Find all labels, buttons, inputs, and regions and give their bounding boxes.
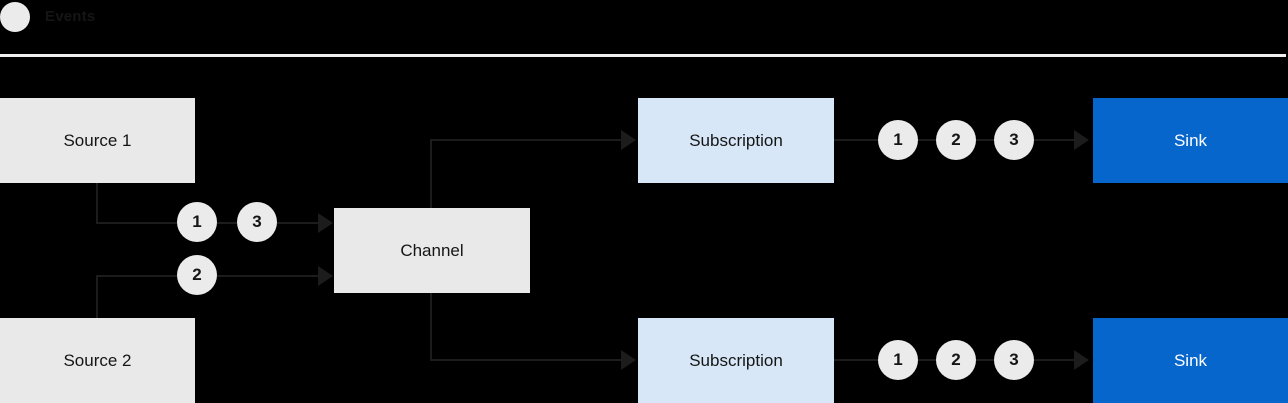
header-separator [0, 54, 1286, 57]
arrowhead-into-channel-top-icon [318, 213, 333, 233]
arrowhead-into-subscription-bottom-icon [621, 350, 636, 370]
event-legend-swatch-icon [0, 2, 30, 32]
node-source-1: Source 1 [0, 98, 195, 183]
node-channel: Channel [334, 208, 530, 293]
node-sink-top: Sink [1093, 98, 1288, 183]
event-circle: 3 [994, 120, 1034, 160]
node-subscription-bottom: Subscription [638, 318, 834, 403]
arrowhead-into-channel-bottom-icon [318, 266, 333, 286]
node-subscription-top: Subscription [638, 98, 834, 183]
node-sink-bottom: Sink [1093, 318, 1288, 403]
event-circle: 2 [177, 255, 217, 295]
legend-label: Events [45, 8, 96, 25]
arrowhead-into-sink-bottom-icon [1074, 350, 1089, 370]
event-circle: 1 [177, 202, 217, 242]
connector-channel-to-subscription-top [430, 139, 622, 141]
connector-source2-up [96, 275, 98, 318]
arrowhead-into-subscription-top-icon [621, 130, 636, 150]
node-source-2: Source 2 [0, 318, 195, 403]
event-circle: 2 [936, 340, 976, 380]
event-circle: 3 [237, 202, 277, 242]
event-circle: 3 [994, 340, 1034, 380]
connector-channel-to-subscription-bottom [430, 359, 622, 361]
event-circle: 1 [878, 340, 918, 380]
connector-channel-up [430, 140, 432, 208]
event-circle: 2 [936, 120, 976, 160]
connector-channel-down [430, 293, 432, 360]
connector-source1-down [96, 183, 98, 224]
event-circle: 1 [878, 120, 918, 160]
arrowhead-into-sink-top-icon [1074, 130, 1089, 150]
